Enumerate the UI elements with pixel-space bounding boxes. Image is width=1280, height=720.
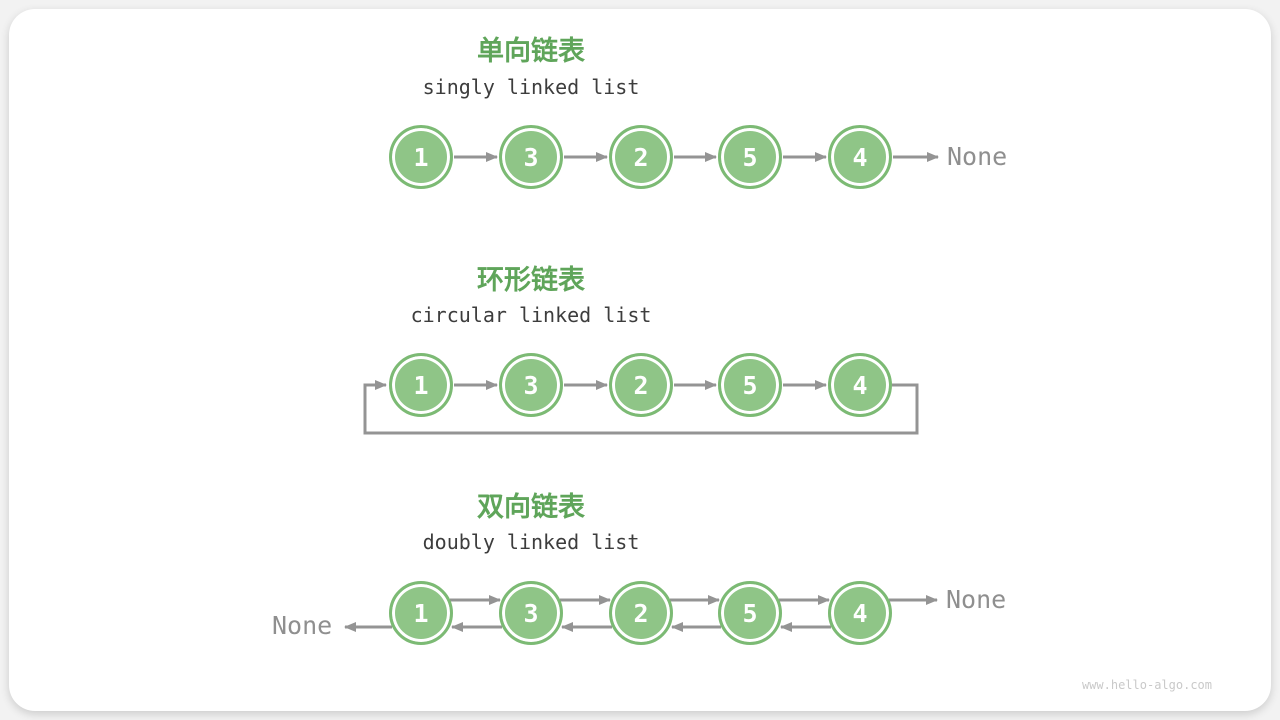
- node-circle: 4: [828, 125, 892, 189]
- node-value: 5: [742, 598, 758, 628]
- node-circle: 3: [499, 125, 563, 189]
- loop-back-arrow: [363, 380, 919, 435]
- node-circle: 2: [609, 581, 673, 645]
- section-subtitle-circular: circular linked list: [410, 303, 652, 327]
- none-label: None: [947, 142, 1008, 171]
- node-value: 5: [742, 370, 758, 400]
- node-circle: 3: [499, 581, 563, 645]
- node-value: 3: [523, 142, 539, 172]
- node-value: 4: [852, 598, 868, 628]
- node-value: 4: [852, 142, 868, 172]
- section-title-singly: 单向链表: [477, 36, 585, 67]
- node-value: 1: [413, 370, 429, 400]
- node-value: 4: [852, 370, 868, 400]
- node-value: 2: [633, 370, 649, 400]
- section-subtitle-singly: singly linked list: [422, 75, 640, 99]
- watermark: www.hello-algo.com: [1081, 678, 1212, 692]
- circular-arrows: [363, 380, 919, 435]
- node-value: 3: [523, 370, 539, 400]
- none-label: None: [946, 585, 1007, 614]
- node-circle: 5: [718, 581, 782, 645]
- section-subtitle-doubly: doubly linked list: [422, 530, 640, 554]
- node-value: 1: [413, 142, 429, 172]
- section-title-circular: 环形链表: [477, 265, 585, 296]
- node-value: 2: [633, 142, 649, 172]
- node-circle: 4: [828, 353, 892, 417]
- node-value: 3: [523, 598, 539, 628]
- node-circle: 2: [609, 353, 673, 417]
- node-circle: 2: [609, 125, 673, 189]
- none-label: None: [272, 611, 333, 640]
- node-value: 2: [633, 598, 649, 628]
- node-circle: 4: [828, 581, 892, 645]
- node-value: 1: [413, 598, 429, 628]
- node-circle: 5: [718, 353, 782, 417]
- node-circle: 1: [389, 125, 453, 189]
- node-circle: 1: [389, 353, 453, 417]
- section-title-doubly: 双向链表: [477, 492, 585, 523]
- doubly-arrows: [344, 595, 938, 632]
- node-circle: 1: [389, 581, 453, 645]
- node-circle: 5: [718, 125, 782, 189]
- node-circle: 3: [499, 353, 563, 417]
- node-value: 5: [742, 142, 758, 172]
